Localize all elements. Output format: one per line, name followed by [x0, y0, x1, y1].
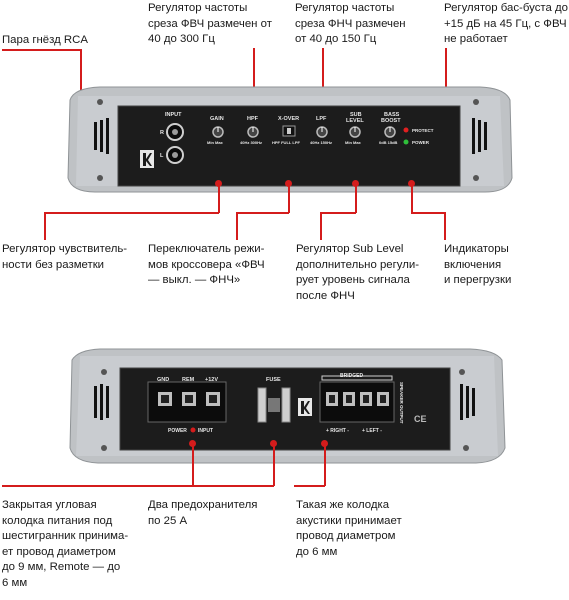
caption-lpf: Регулятор частоты среза ФНЧ размечен от …	[295, 2, 406, 45]
leader-xover-v	[288, 183, 290, 213]
power-led-bottom	[190, 427, 196, 433]
label-ce: CE	[414, 414, 427, 424]
heatsink-fins-left-bottom	[94, 384, 109, 420]
leader-gain-h	[44, 212, 219, 214]
leader-fuse-h	[148, 485, 274, 487]
label-r: R	[160, 130, 164, 136]
heatsink-fins-right	[472, 118, 487, 154]
leader-fuse-v	[273, 443, 275, 486]
leader-gain-v2	[44, 212, 46, 240]
label-bass-boost: BOOST	[381, 118, 401, 124]
label-rem: REM	[182, 377, 195, 383]
leader-xover-h	[236, 212, 289, 214]
label-left: + LEFT -	[362, 428, 382, 434]
caption-hpf: Регулятор частоты среза ФВЧ размечен от …	[148, 2, 272, 45]
caption-fuses: Два предохранителя по 25 А	[148, 499, 258, 527]
label-lpf-range: 40Hz 150Hz	[310, 140, 332, 145]
label-right: + RIGHT -	[326, 428, 349, 434]
caption-sub-level: Регулятор Sub Level дополнительно регули…	[296, 243, 420, 302]
label-sub-level: LEVEL	[346, 118, 364, 124]
heatsink-fins-right-bottom	[460, 384, 475, 420]
label-l: L	[160, 153, 164, 159]
caption-leds: Индикаторы включения и перегрузки	[444, 243, 512, 286]
label-gain: GAIN	[210, 116, 224, 122]
label-12v: +12V	[205, 377, 218, 383]
label-hpf-range: 40Hz 300Hz	[240, 140, 262, 145]
fuse-1	[257, 387, 267, 423]
sub-level-knob	[349, 126, 361, 138]
label-hpf: HPF	[247, 116, 259, 122]
caption-rca: Пара гнёзд RCA	[2, 34, 88, 46]
leader-power-h	[2, 485, 193, 487]
led-power	[403, 139, 409, 145]
caption-power-block: Закрытая угловая колодка питания под шес…	[2, 499, 129, 589]
leader-power-v	[192, 443, 194, 486]
leader-spk-h	[294, 485, 325, 487]
label-bass: BASS	[384, 112, 400, 118]
hpf-knob	[247, 126, 259, 138]
label-gain-range: Min Max	[207, 140, 224, 145]
leader-gain-v	[218, 183, 220, 213]
label-input: INPUT	[165, 112, 182, 118]
label-lpf: LPF	[316, 116, 327, 122]
label-fuse: FUSE	[266, 377, 281, 383]
leader-sub-v2	[320, 212, 322, 240]
rca-jack-l	[166, 146, 184, 164]
leader-rca	[2, 49, 82, 51]
leader-leds-h	[411, 212, 445, 214]
xover-switch	[282, 125, 296, 137]
caption-xover: Переключатель режи- мов кроссовера «ФВЧ …	[148, 243, 265, 286]
caption-speaker-block: Такая же колодка акустики принимает пров…	[296, 499, 402, 558]
leader-bass	[445, 48, 447, 88]
leader-spk-v	[324, 443, 326, 486]
leader-leds-v	[411, 183, 413, 213]
leader-leds-v2	[444, 212, 446, 240]
caption-gain: Регулятор чувствитель- ности без разметк…	[2, 243, 128, 271]
label-protect: PROTECT	[412, 128, 434, 133]
label-sub-range: Min Max	[345, 140, 362, 145]
label-input: INPUT	[198, 428, 213, 434]
leader-sub-v	[355, 183, 357, 213]
label-bass-range: 0dB 15dB	[379, 140, 398, 145]
gain-knob	[212, 126, 224, 138]
label-bridged: BRIDGED	[340, 373, 363, 379]
label-sub: SUB	[350, 112, 362, 118]
lpf-knob	[316, 126, 328, 138]
heatsink-fins-left	[94, 118, 109, 154]
label-power: POWER	[412, 140, 430, 145]
label-gnd: GND	[157, 377, 169, 383]
caption-bass-boost: Регулятор бас-буста до +15 дБ на 45 Гц, …	[444, 2, 568, 45]
label-power: POWER	[168, 428, 187, 434]
rca-jack-r	[166, 123, 184, 141]
label-xover-modes: HPF FULL LPF	[272, 140, 300, 145]
leader-sub-h	[320, 212, 356, 214]
led-protect	[403, 127, 409, 133]
label-xover: X-OVER	[278, 116, 299, 122]
fuse-2	[281, 387, 291, 423]
label-speaker-output: SPEAKER OUTPUT	[399, 382, 404, 424]
bass-boost-knob	[384, 126, 396, 138]
leader-xover-v2	[236, 212, 238, 240]
